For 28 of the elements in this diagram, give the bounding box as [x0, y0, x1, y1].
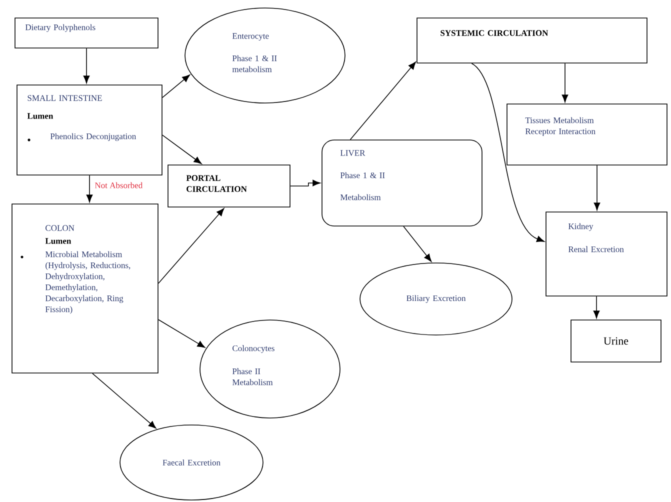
- rounded-box: LIVER Phase 1 & II Metabolism: [322, 140, 482, 226]
- process-box: COLON Lumen Microbial Metabolism (Hydrolysis, Reductions, Dehydroxylation, Demethylation, Decarboxylation, Ring Fission): [12, 204, 158, 374]
- process-box: Urine: [570, 320, 662, 362]
- ellipse-node: Faecal Excretion: [120, 424, 264, 500]
- arrow: [471, 63, 544, 242]
- ellipse-node: Enterocyte Phase 1 & II metabolism: [184, 8, 346, 104]
- ellipse-node: Biliary Excretion: [360, 262, 512, 336]
- arrow: [158, 208, 224, 284]
- arrow: [562, 63, 568, 102]
- process-box: SYSTEMIC CIRCULATION: [416, 18, 648, 64]
- process-box: Kidney Renal Excretion: [546, 212, 668, 296]
- arrow: [92, 372, 156, 429]
- arrow: [593, 296, 600, 318]
- process-box: Dietary Polyphenols: [14, 18, 158, 48]
- arrow: [594, 164, 600, 210]
- edge-label: Not Absorbed: [94, 181, 144, 190]
- arrow: [158, 319, 206, 348]
- ellipse-node: Colonocytes Phase II Metabolism: [200, 320, 340, 418]
- arrow: [86, 174, 93, 202]
- arrow: [290, 180, 320, 186]
- arrow: [350, 62, 416, 140]
- process-box: Tissues Metabolism Receptor Interaction: [506, 104, 668, 166]
- arrow: [403, 226, 432, 262]
- arrow: [83, 48, 90, 84]
- arrow: [162, 74, 190, 98]
- arrow: [162, 134, 202, 164]
- process-box: PORTAL CIRCULATION: [168, 164, 290, 208]
- process-box: SMALL INTESTINE Lumen Phenolics Deconjugation: [16, 84, 162, 176]
